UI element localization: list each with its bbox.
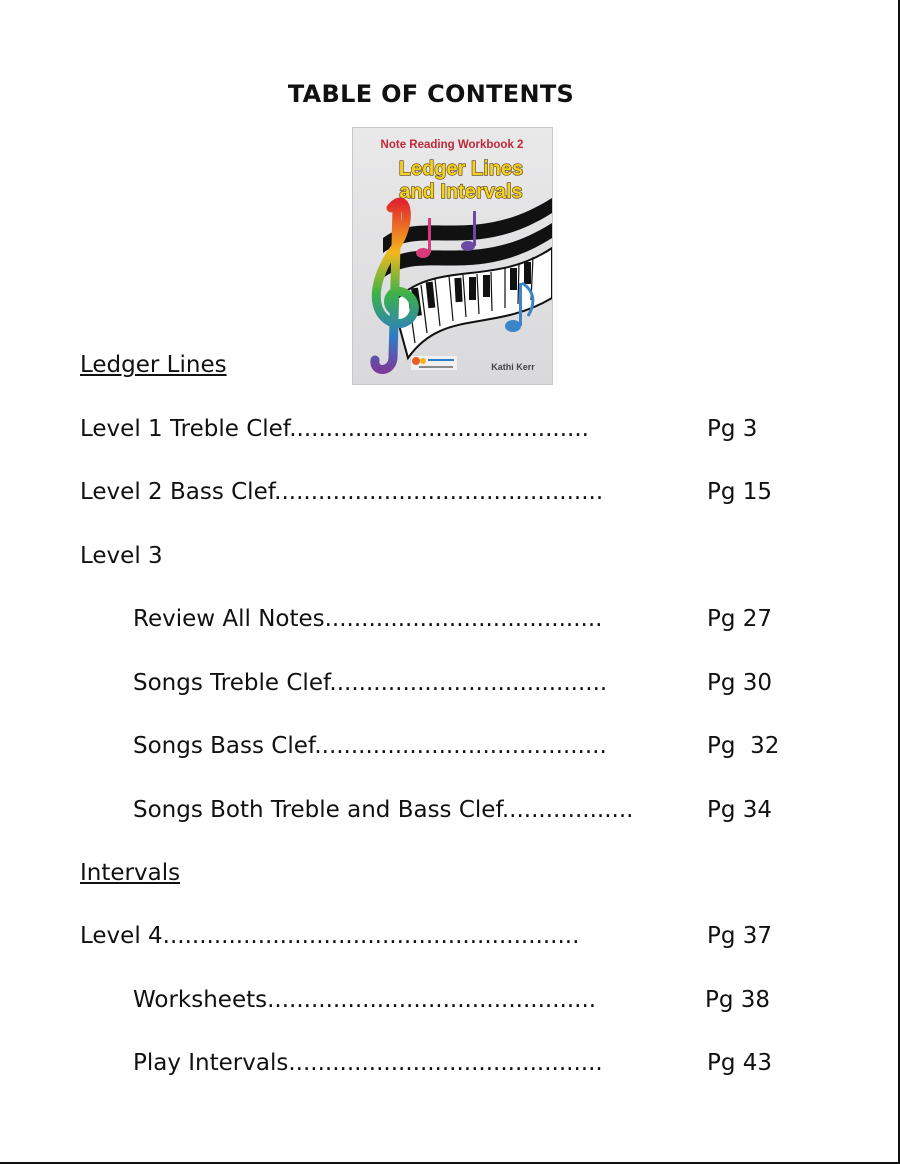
toc-entry-page: Pg 15 [707, 479, 773, 505]
toc-entry-label: Play Intervals..........................… [133, 1050, 603, 1076]
page-title: TABLE OF CONTENTS [287, 80, 575, 108]
cover-illustration: Note Reading Workbook 2 Ledger Lines and… [353, 128, 552, 384]
toc-entry-label: Level 3 [80, 543, 163, 569]
toc-entry-page: Pg 37 [707, 923, 773, 949]
section-heading-ledger-lines: Ledger Lines [80, 352, 227, 378]
toc-entry-page: Pg 27 [707, 606, 773, 632]
book-cover-image: Note Reading Workbook 2 Ledger Lines and… [352, 127, 553, 385]
toc-entry-label: Songs Bass Clef.........................… [133, 733, 607, 759]
toc-entry-label: Review All Notes........................… [133, 606, 603, 632]
publisher-logo [411, 356, 457, 370]
cover-title-line2: and Intervals [399, 181, 522, 203]
toc-entry-label: Level 1 Treble Clef.....................… [80, 416, 589, 442]
cover-author: Kathi Kerr [491, 362, 535, 372]
toc-entry-label: Worksheets..............................… [133, 987, 597, 1013]
toc-entry-label: Level 4.................................… [80, 923, 580, 949]
toc-entry-page: Pg 30 [707, 670, 773, 696]
toc-entry-page: Pg 34 [707, 797, 773, 823]
toc-entry-page: Pg 38 [705, 987, 771, 1013]
section-heading-intervals: Intervals [80, 860, 181, 886]
toc-entry-label: Songs Treble Clef.......................… [133, 670, 608, 696]
toc-entry-label: Level 2 Bass Clef.......................… [80, 479, 604, 505]
toc-entry-page: Pg 3 [707, 416, 758, 442]
toc-entry-label: Songs Both Treble and Bass Clef.........… [133, 797, 634, 823]
cover-title-line1: Ledger Lines [399, 158, 523, 180]
toc-entry-page: Pg 32 [707, 733, 780, 759]
cover-subtitle: Note Reading Workbook 2 [381, 139, 524, 151]
toc-entry-page: Pg 43 [707, 1050, 773, 1076]
